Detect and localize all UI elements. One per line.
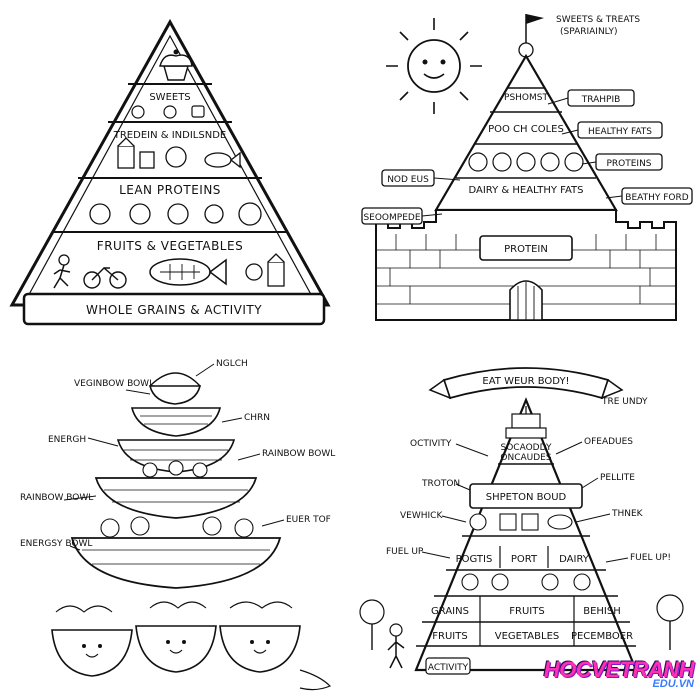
callout-rainbow-bowl-right: RAINBOW BOWL: [262, 449, 335, 459]
tier-row5-right: PECEMBOER: [571, 631, 633, 642]
callout-thnek: THNEK: [611, 509, 644, 519]
face-bowls: [51, 601, 332, 691]
callout-ofeadues: OFEADUES: [584, 437, 633, 447]
callout-proteins: PROTEINS: [606, 159, 651, 169]
classic-pyramid-drawing: SWEETS TREDEIN & INDILSNDE LEAN PROTEINS: [9, 18, 331, 326]
tier-row3-right: DAIRY: [559, 554, 590, 565]
cookie-icon: [131, 105, 205, 119]
callout-octivity: OCTIVITY: [410, 439, 452, 449]
tier-label-protein: PROTEIN: [504, 244, 548, 255]
callout-rainbow-bowl-left: RAINBOW BOWL: [20, 493, 93, 503]
callout-chrn: CHRN: [244, 413, 270, 423]
bicycle-icon: [83, 267, 127, 289]
tier-row4-right: BEHISH: [583, 606, 621, 617]
banner-ribbon: [428, 367, 624, 400]
food-faces: [468, 152, 584, 172]
subtitle-sparingly: (SPARIAINLY): [560, 27, 618, 37]
food-icons: [461, 513, 591, 591]
callout-nglch: NGLCH: [216, 359, 248, 369]
pyramid-panel-classic: SWEETS TREDEIN & INDILSNDE LEAN PROTEINS: [0, 0, 350, 350]
watermark-line-2: EDU.VN: [652, 678, 694, 690]
callout-nod-eus: NOD EUS: [387, 175, 429, 185]
watermark-line-1: HOCVETRANH: [543, 657, 695, 682]
cake-icon: [505, 406, 547, 439]
callout-vewhick: VEWHICK: [400, 511, 443, 521]
callout-euer-tof: EUER TOF: [286, 515, 331, 525]
cupcake-icon: [159, 49, 193, 81]
flag-icon: [518, 14, 544, 58]
castle-wall: [375, 209, 677, 321]
base-label: WHOLE GRAINS & ACTIVITY: [86, 303, 262, 317]
child-figure-icon: [387, 623, 405, 669]
tier-top-line-1: SOCAODDY: [500, 443, 552, 453]
tree-icon: [359, 594, 684, 650]
pyramid-panel-bowls: NGLCH VEGINBOW BOWL CHRN ENERGH RAINBOW …: [0, 350, 350, 700]
sun-icon: [386, 18, 482, 114]
watermark-logo: HOCVETRANH EDU.VN: [543, 657, 695, 690]
footer-activity: ACTIVITY: [428, 663, 469, 673]
callout-energsy-bowl: ENERGSY BOWL: [20, 539, 92, 549]
veggie-faces: [100, 460, 254, 538]
title-sweets-treats: SWEETS & TREATS: [556, 15, 640, 25]
tier-label-fruits-vegetables: FRUITS & VEGETABLES: [97, 239, 243, 253]
callout-pellite: PELLITE: [600, 473, 635, 483]
tier-row3-middle: PORT: [511, 554, 538, 565]
callout-fuel-up-right: FUEL UP!: [630, 553, 671, 563]
milk-carton-icon: [117, 137, 187, 169]
pyramid-base: [22, 292, 326, 326]
tier-label-top: PSHOMST: [504, 93, 548, 103]
milk-carton-icon: [245, 253, 285, 287]
tier-row4-left: GRAINS: [431, 606, 469, 617]
banner-pyramid-drawing: EAT WEUR BODY! TRE UNDY SOCAODDY ONCAUDE…: [359, 367, 684, 675]
banner-pyramid-outline: [414, 397, 638, 672]
tier-row4-middle: FRUITS: [509, 606, 544, 617]
banner-title: EAT WEUR BODY!: [482, 376, 569, 387]
ribbon-end-label: TRE UNDY: [601, 397, 648, 407]
tier-label-sweets: SWEETS: [149, 92, 190, 103]
callout-troton: TROTON: [421, 479, 460, 489]
callout-veginbow: VEGINBOW BOWL: [74, 379, 154, 389]
bowl-stack: [70, 372, 282, 589]
callout-trahpib: TRAHPIB: [581, 95, 621, 105]
tier-top-line-2: ONCAUDES: [500, 453, 551, 463]
tier-label-dairy-fats: DAIRY & HEALTHY FATS: [468, 185, 583, 196]
castle-pyramid-drawing: SWEETS & TREATS (SPARIAINLY) PSHOMST POO…: [361, 14, 693, 321]
pyramid-panel-banner: EAT WEUR BODY! TRE UNDY SOCAODDY ONCAUDE…: [350, 350, 700, 700]
callout-healthy-fats: HEALTHY FATS: [588, 127, 652, 137]
bowl-stack-drawing: NGLCH VEGINBOW BOWL CHRN ENERGH RAINBOW …: [20, 359, 335, 691]
fish-icon: [204, 151, 241, 169]
tier-label-treats: TREDEIN & INDILSNDE: [113, 130, 226, 141]
tier-label-lean-proteins: LEAN PROTEINS: [119, 183, 221, 197]
callout-fuel-up-left: FUEL UP: [386, 547, 424, 557]
callout-energh: ENERGH: [48, 435, 86, 445]
tier-label-second: POO CH COLES: [488, 124, 564, 135]
tier-row5-middle: VEGETABLES: [495, 631, 560, 642]
runner-icon: [53, 254, 71, 289]
tier-row5-left: FRUITS: [432, 631, 467, 642]
pyramid-panel-castle: SWEETS & TREATS (SPARIAINLY) PSHOMST POO…: [350, 0, 700, 350]
tier-row3-left: POGTIS: [456, 554, 493, 565]
callout-beathy-ford: BEATHY FORD: [625, 193, 688, 203]
callout-seoompede: SEOOMPEDE: [363, 213, 420, 223]
fish-icon: [149, 258, 227, 286]
vegetable-icons: [89, 202, 262, 226]
tier-middle-label: SHPETON BOUD: [486, 492, 567, 503]
